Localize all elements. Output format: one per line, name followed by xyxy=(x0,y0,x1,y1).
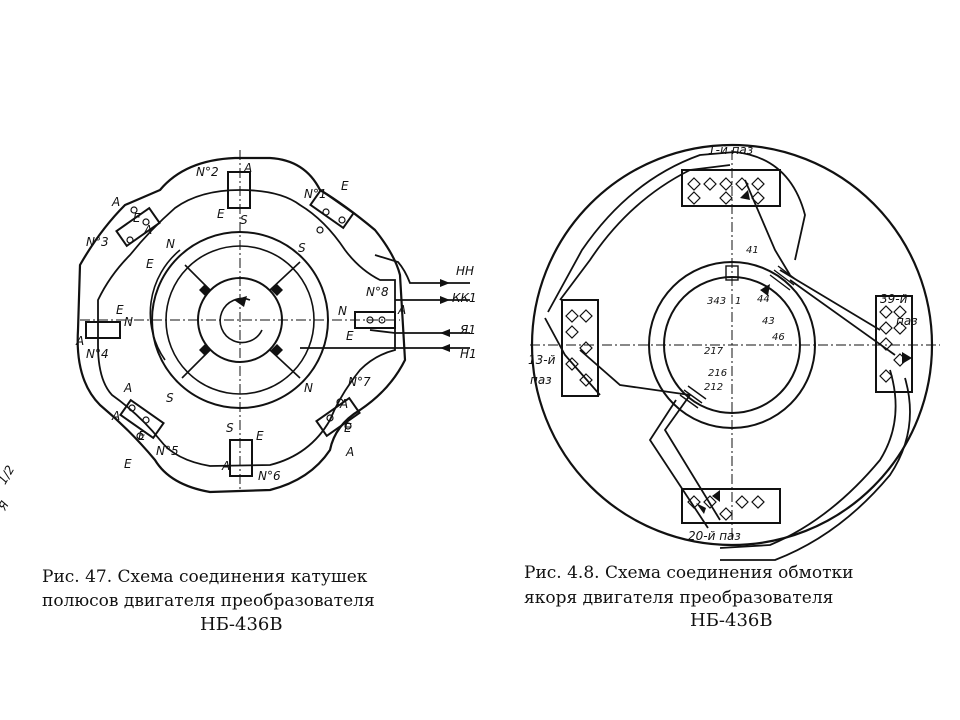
terminal-s: S xyxy=(298,241,306,255)
terminal-a: A xyxy=(123,381,132,395)
right-caption: Рис. 4.8. Схема соединения обмотки якоря… xyxy=(524,563,853,631)
slot-label-1: 1-й паз xyxy=(708,143,753,157)
pole-coil-2 xyxy=(227,171,251,209)
pole-coil-4 xyxy=(85,321,121,339)
slot-39 xyxy=(875,295,913,393)
center-lines xyxy=(80,150,400,490)
lead-arrowheads xyxy=(440,279,450,352)
terminal-e: E xyxy=(138,429,146,443)
margin-mark-fraction: 1/2 xyxy=(0,463,17,487)
left-caption-line3: НБ-436В xyxy=(200,614,283,635)
commutator-number-41: 41 xyxy=(746,245,759,256)
terminal-e: E xyxy=(116,303,124,317)
pole-label-n5: N°5 xyxy=(156,444,179,458)
rotation-arrow xyxy=(219,297,263,344)
slot-conductors xyxy=(565,177,907,521)
left-caption-line1: Рис. 47. Схема соединения катушек xyxy=(42,567,368,587)
terminal-n: N xyxy=(124,315,133,329)
commutator-number-217: 217 xyxy=(704,346,724,357)
terminal-a: A xyxy=(345,445,354,459)
pole-coil-3 xyxy=(115,206,161,248)
lead-labels: НН КК1 Я1 Н1 xyxy=(452,264,477,361)
pole-label-n7: N°7 xyxy=(348,375,371,389)
terminal-a: A xyxy=(143,223,152,237)
pole-label-n3: N°3 xyxy=(86,235,109,249)
commutator-segments xyxy=(679,265,799,409)
commutator-number-212: 212 xyxy=(704,382,723,393)
pole-coil-connection-diagram xyxy=(76,150,470,494)
commutator-number-43: 43 xyxy=(762,316,775,327)
terminal-a: A xyxy=(111,195,120,209)
armature-winding-diagram xyxy=(530,143,940,561)
terminal-s: S xyxy=(226,421,234,435)
terminal-n: N xyxy=(166,237,175,251)
slot-labels: 1-й паз 39-й паз 13-й паз 20-й паз xyxy=(528,143,918,543)
pole-coil-8 xyxy=(354,311,396,329)
terminal-a: A xyxy=(75,334,84,348)
pole-coils xyxy=(85,171,396,477)
margin-mark-letter: Я xyxy=(0,498,12,514)
left-caption: Рис. 47. Схема соединения катушек полюсо… xyxy=(42,567,375,635)
terminal-n: N xyxy=(304,381,313,395)
terminal-e: E xyxy=(256,429,264,443)
terminal-e: E xyxy=(217,207,225,221)
terminal-e: E xyxy=(346,329,354,343)
terminal-a: A xyxy=(243,161,252,175)
slot-label-39: 39-й xyxy=(880,292,908,306)
terminal-a: A xyxy=(339,397,348,411)
lead-label-kk1: КК1 xyxy=(452,291,477,305)
slot-blocks xyxy=(561,169,913,524)
pole-label-n6: N°6 xyxy=(258,469,281,483)
slot-label-39-suffix: паз xyxy=(896,314,918,328)
pole-coil-6 xyxy=(229,439,253,477)
pole-label-n4: N°4 xyxy=(86,347,109,361)
coil-terminal-dots xyxy=(126,206,386,440)
lead-label-nn: НН xyxy=(456,264,474,278)
slot-label-13-suffix: паз xyxy=(530,373,552,387)
lead-label-ya1: Я1 xyxy=(459,323,476,337)
terminal-a: A xyxy=(397,303,406,317)
terminal-s: S xyxy=(240,213,248,227)
stator-outline xyxy=(76,156,407,494)
terminal-letters: A E S E A E A N E S E N A N A E N A S A … xyxy=(75,161,406,473)
commutator-number-46: 46 xyxy=(772,332,785,343)
terminal-e: E xyxy=(146,257,154,271)
terminal-e: E xyxy=(124,457,132,471)
pole-coil-1 xyxy=(309,188,355,230)
terminal-s: S xyxy=(166,391,174,405)
commutator-number-labels: 41 343 1 44 43 46 217 216 212 xyxy=(704,245,785,393)
pole-labels: N°2 N°1 N°3 N°4 N°5 N°6 N°7 N°8 xyxy=(86,165,389,483)
pole-coil-7 xyxy=(315,396,361,438)
terminal-a: A xyxy=(111,409,120,423)
right-caption-line3: НБ-436В xyxy=(690,610,773,631)
slot-label-13: 13-й xyxy=(528,353,556,367)
slot-20 xyxy=(681,488,781,524)
pole-label-n8: N°8 xyxy=(366,285,389,299)
commutator-number-1: 1 xyxy=(735,296,741,307)
winding-loops xyxy=(544,151,911,561)
pole-coil-5 xyxy=(119,398,165,440)
slot-1 xyxy=(681,169,781,207)
winding-arrowheads xyxy=(696,190,912,514)
terminal-a: A xyxy=(221,459,230,473)
commutator-number-216: 216 xyxy=(708,368,727,379)
pole-label-n1: N°1 xyxy=(304,187,327,201)
lead-label-n1: Н1 xyxy=(460,347,477,361)
right-caption-line2: якоря двигателя преобразователя xyxy=(524,588,833,608)
right-caption-line1: Рис. 4.8. Схема соединения обмотки xyxy=(524,563,853,583)
slot-13 xyxy=(561,299,599,397)
pole-label-n2: N°2 xyxy=(196,165,219,179)
commutator-number-44: 44 xyxy=(757,294,770,305)
terminal-e: E xyxy=(133,211,141,225)
terminal-e: E xyxy=(344,421,352,435)
slot-label-20: 20-й паз xyxy=(688,529,741,543)
inner-winding-arc xyxy=(149,249,181,361)
brush-holder-diamonds xyxy=(199,284,283,356)
terminal-e: E xyxy=(341,179,349,193)
left-caption-line2: полюсов двигателя преобразователя xyxy=(42,591,375,611)
terminal-n: N xyxy=(338,304,347,318)
commutator-number-343: 343 xyxy=(707,296,726,307)
